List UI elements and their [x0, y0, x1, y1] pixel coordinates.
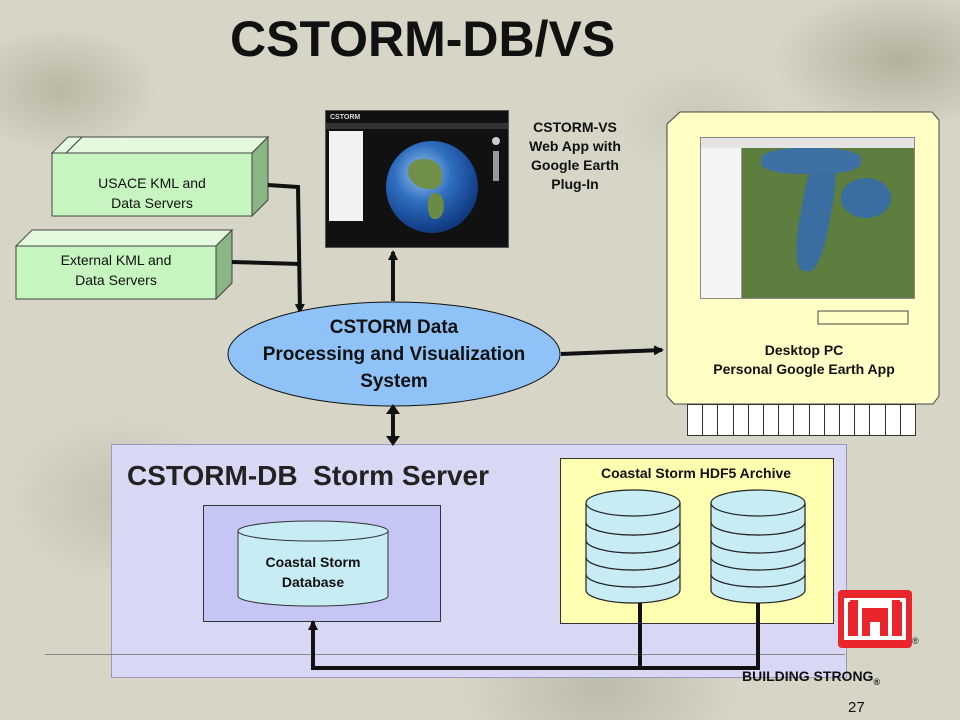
arrow-to-desktop — [560, 345, 664, 356]
usace-kml-label-line1: USACE KML and — [98, 175, 206, 191]
usace-kml-label: USACE KML and Data Servers — [52, 173, 252, 213]
keyboard — [687, 404, 917, 436]
page-title: CSTORM-DB/VS — [230, 11, 616, 67]
building-strong-label: BUILDING STRONG® — [742, 668, 880, 687]
key — [823, 404, 841, 436]
processing-system-line1: CSTORM Data — [329, 317, 459, 338]
key — [763, 404, 780, 436]
web-app-line4: Plug-In — [551, 176, 599, 192]
key — [732, 404, 749, 436]
nav-control-icon — [492, 137, 500, 145]
key — [793, 404, 810, 436]
external-kml-label: External KML and Data Servers — [16, 250, 216, 290]
key — [717, 404, 734, 436]
web-app-screenshot: CSTORM — [325, 110, 509, 248]
key — [778, 404, 795, 436]
archive-stack-right — [710, 489, 806, 604]
usace-kml-box — [50, 135, 270, 218]
key — [747, 404, 765, 436]
logo-registered-mark: ® — [912, 636, 919, 646]
storm-server-title: CSTORM-DB Storm Server — [127, 460, 490, 491]
archive-to-database-connector — [308, 603, 760, 670]
key — [808, 404, 825, 436]
building-strong-registered: ® — [873, 676, 881, 687]
desktop-label: Desktop PC Personal Google Earth App — [670, 341, 938, 379]
page-number: 27 — [848, 699, 865, 716]
screenshot-title: CSTORM — [330, 114, 361, 121]
processing-system-label: CSTORM Data Processing and Visualization… — [228, 314, 560, 395]
key — [854, 404, 871, 436]
database-line1: Coastal Storm — [265, 554, 361, 570]
external-kml-label-line1: External KML and — [60, 252, 172, 268]
database-line2: Database — [281, 574, 345, 590]
desktop-line2: Personal Google Earth App — [713, 361, 895, 377]
external-kml-label-line2: Data Servers — [75, 272, 157, 288]
usace-castle-logo — [838, 590, 912, 648]
building-strong-text: BUILDING STRONG — [742, 668, 874, 684]
database-cylinder — [237, 520, 389, 607]
key — [839, 404, 856, 436]
key — [702, 404, 719, 436]
key — [884, 404, 901, 436]
divider-line — [45, 654, 845, 655]
key — [869, 404, 886, 436]
database-label: Coastal Storm Database — [238, 552, 388, 592]
processing-system-line3: System — [360, 371, 428, 392]
key — [687, 404, 704, 436]
archive-label: Coastal Storm HDF5 Archive — [600, 465, 792, 481]
desktop-line1: Desktop PC — [764, 342, 844, 358]
google-earth-screenshot — [700, 137, 915, 299]
web-app-label: CSTORM-VS Web App with Google Earth Plug… — [505, 118, 645, 194]
web-app-line1: CSTORM-VS — [533, 119, 617, 135]
web-app-line3: Google Earth — [531, 157, 619, 173]
archive-stack-left — [585, 489, 681, 604]
web-app-line2: Web App with — [529, 138, 621, 154]
globe-icon — [386, 141, 478, 233]
processing-system-line2: Processing and Visualization — [262, 344, 526, 365]
source-connectors — [231, 183, 305, 314]
key — [899, 404, 917, 436]
usace-kml-label-line2: Data Servers — [111, 195, 193, 211]
external-kml-box — [14, 228, 234, 301]
arrow-to-server — [386, 404, 400, 446]
